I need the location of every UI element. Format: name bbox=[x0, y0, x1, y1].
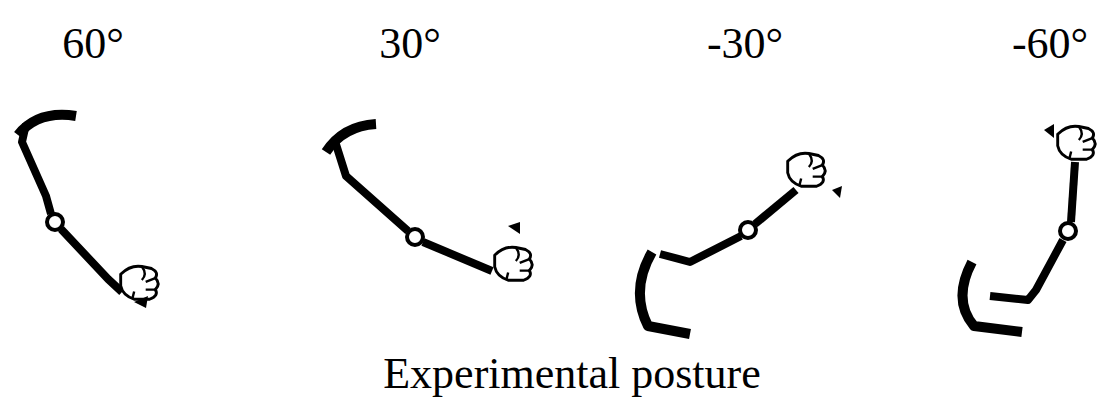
hand-fist bbox=[788, 153, 826, 186]
angle-label: -30° bbox=[707, 22, 783, 66]
arm-minus-60 bbox=[962, 162, 1075, 332]
elbow-joint bbox=[47, 214, 63, 230]
angle-label: 60° bbox=[62, 22, 124, 66]
figure-caption: Experimental posture bbox=[383, 352, 761, 396]
elbow-joint bbox=[740, 222, 756, 238]
wrist-marker bbox=[1044, 124, 1054, 138]
hand-fist bbox=[1058, 126, 1096, 159]
hand-fist bbox=[121, 266, 159, 299]
elbow-joint bbox=[1060, 223, 1076, 239]
elbow-joint bbox=[407, 229, 423, 245]
arm-30 bbox=[326, 124, 492, 271]
angle-label: 30° bbox=[379, 22, 441, 66]
arm-minus-30 bbox=[640, 190, 796, 334]
wrist-marker bbox=[832, 186, 842, 198]
wrist-marker bbox=[508, 222, 520, 234]
arm-60 bbox=[18, 115, 122, 292]
wrist-marker bbox=[134, 296, 148, 308]
hand-fist bbox=[495, 247, 533, 280]
angle-label: -60° bbox=[1012, 22, 1088, 66]
